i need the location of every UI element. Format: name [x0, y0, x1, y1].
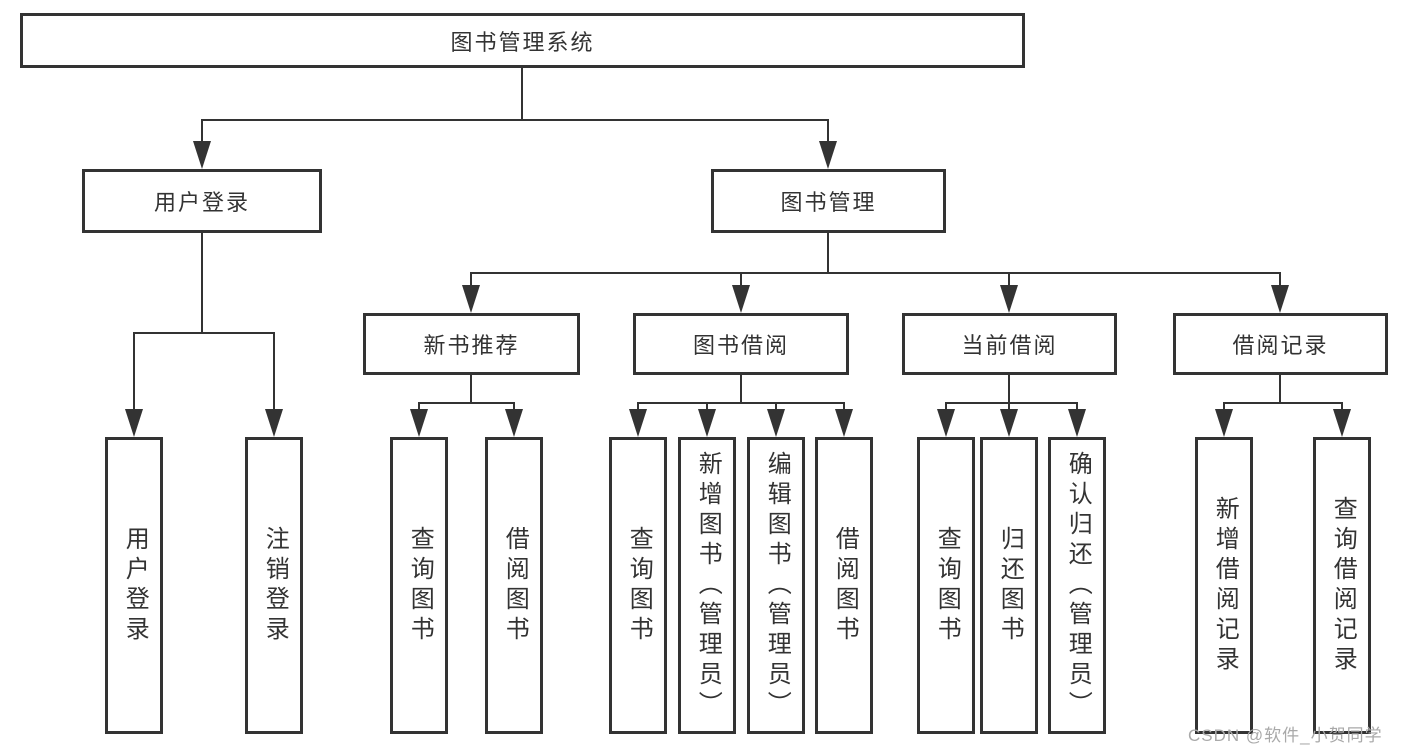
arrow-down-icon	[265, 409, 283, 437]
connector-line	[1008, 402, 1010, 412]
connector-line	[740, 272, 742, 288]
connector-line	[945, 402, 947, 412]
connector-line	[740, 375, 742, 404]
leaf-borrow-books-new: 借阅图书	[485, 437, 543, 734]
connector-line	[843, 402, 845, 412]
leaf-borrow-books: 借阅图书	[815, 437, 873, 734]
connector-line	[418, 402, 515, 404]
arrow-down-icon	[937, 409, 955, 437]
leaf-query-books-current: 查询图书	[917, 437, 975, 734]
connector-line	[470, 272, 1281, 274]
csdn-watermark: CSDN @软件_小贺同学	[1188, 726, 1383, 745]
node-root: 图书管理系统	[20, 13, 1025, 68]
arrow-down-icon	[1068, 409, 1086, 437]
connector-line	[1008, 272, 1010, 288]
connector-line	[1223, 402, 1225, 412]
connector-line	[827, 119, 829, 145]
arrow-down-icon	[835, 409, 853, 437]
connector-line	[1008, 375, 1010, 404]
arrow-down-icon	[410, 409, 428, 437]
connector-line	[706, 402, 708, 412]
node-current-borrowing: 当前借阅	[902, 313, 1117, 375]
arrow-down-icon	[1215, 409, 1233, 437]
connector-line	[201, 119, 829, 121]
arrow-down-icon	[125, 409, 143, 437]
leaf-return-books: 归还图书	[980, 437, 1038, 734]
connector-line	[827, 233, 829, 274]
arrow-down-icon	[698, 409, 716, 437]
arrow-down-icon	[732, 285, 750, 313]
connector-line	[637, 402, 639, 412]
leaf-query-books-borrow: 查询图书	[609, 437, 667, 734]
connector-line	[201, 233, 203, 334]
node-user-login: 用户登录	[82, 169, 322, 233]
connector-line	[418, 402, 420, 412]
arrow-down-icon	[819, 141, 837, 169]
connector-line	[133, 332, 275, 334]
connector-line	[775, 402, 777, 412]
connector-line	[273, 332, 275, 411]
connector-line	[1341, 402, 1343, 412]
node-book-management: 图书管理	[711, 169, 946, 233]
connector-line	[521, 68, 523, 121]
arrow-down-icon	[1000, 285, 1018, 313]
connector-line	[1279, 375, 1281, 404]
leaf-edit-books-admin: 编辑图书（管理员）	[747, 437, 805, 734]
connector-line	[133, 332, 135, 411]
node-new-book-recommendation: 新书推荐	[363, 313, 580, 375]
connector-line	[470, 272, 472, 288]
arrow-down-icon	[1000, 409, 1018, 437]
leaf-query-books-new: 查询图书	[390, 437, 448, 734]
leaf-logout: 注销登录	[245, 437, 303, 734]
connector-line	[470, 375, 472, 404]
arrow-down-icon	[505, 409, 523, 437]
leaf-user-login: 用户登录	[105, 437, 163, 734]
connector-line	[1223, 402, 1343, 404]
arrow-down-icon	[462, 285, 480, 313]
connector-line	[1076, 402, 1078, 412]
arrow-down-icon	[193, 141, 211, 169]
arrow-down-icon	[767, 409, 785, 437]
connector-line	[1279, 272, 1281, 288]
connector-line	[945, 402, 1078, 404]
node-book-borrowing: 图书借阅	[633, 313, 849, 375]
arrow-down-icon	[629, 409, 647, 437]
arrow-down-icon	[1333, 409, 1351, 437]
node-borrowing-records: 借阅记录	[1173, 313, 1388, 375]
leaf-add-books-admin: 新增图书（管理员）	[678, 437, 736, 734]
connector-line	[637, 402, 845, 404]
connector-line	[201, 119, 203, 145]
leaf-confirm-return-admin: 确认归还（管理员）	[1048, 437, 1106, 734]
connector-line	[513, 402, 515, 412]
arrow-down-icon	[1271, 285, 1289, 313]
leaf-add-borrow-record: 新增借阅记录	[1195, 437, 1253, 734]
leaf-query-borrow-record: 查询借阅记录	[1313, 437, 1371, 734]
